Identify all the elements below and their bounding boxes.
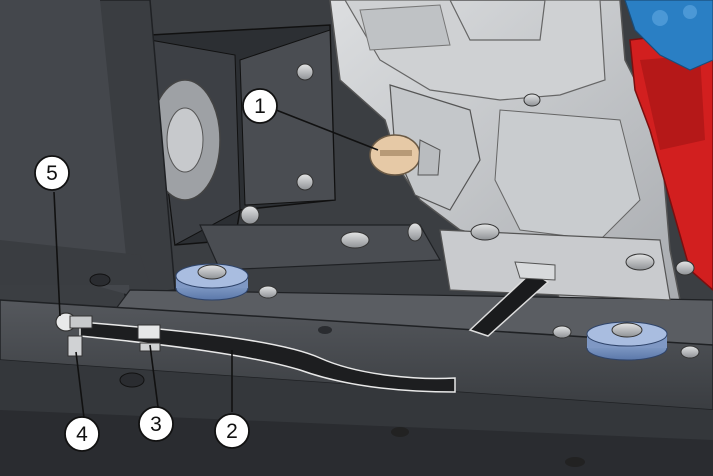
callout-4-label: 4 bbox=[76, 423, 88, 446]
leader-4 bbox=[75, 351, 85, 419]
frame-side-panel bbox=[0, 0, 130, 295]
drain-plug bbox=[369, 134, 441, 176]
callout-5-label: 5 bbox=[46, 162, 58, 185]
callout-1-label: 1 bbox=[254, 95, 266, 118]
hose-clamp bbox=[137, 324, 161, 352]
frame-ledge bbox=[0, 240, 150, 285]
callout-5: 5 bbox=[34, 155, 70, 191]
leader-3 bbox=[149, 344, 159, 408]
callout-2: 2 bbox=[214, 413, 250, 449]
leader-lines bbox=[53, 107, 379, 419]
pulley bbox=[149, 79, 221, 201]
callout-4: 4 bbox=[64, 416, 100, 452]
engine-mount-right bbox=[586, 321, 668, 361]
callout-1: 1 bbox=[242, 88, 278, 124]
hose-clip bbox=[67, 335, 83, 357]
drain-valve bbox=[55, 312, 93, 332]
drain-hose bbox=[79, 321, 456, 393]
frame-bottom bbox=[0, 410, 713, 476]
tube-fitting bbox=[514, 261, 556, 281]
callout-2-label: 2 bbox=[226, 420, 238, 443]
engine-mount-left bbox=[175, 263, 249, 301]
callout-3: 3 bbox=[138, 406, 174, 442]
red-component bbox=[629, 29, 713, 291]
blue-component bbox=[624, 0, 713, 71]
crossmember bbox=[199, 224, 442, 271]
callout-3-label: 3 bbox=[150, 413, 162, 436]
drain-tube bbox=[468, 271, 550, 337]
leader-5 bbox=[53, 191, 61, 317]
bolts bbox=[89, 93, 700, 467]
leader-1 bbox=[270, 107, 379, 151]
